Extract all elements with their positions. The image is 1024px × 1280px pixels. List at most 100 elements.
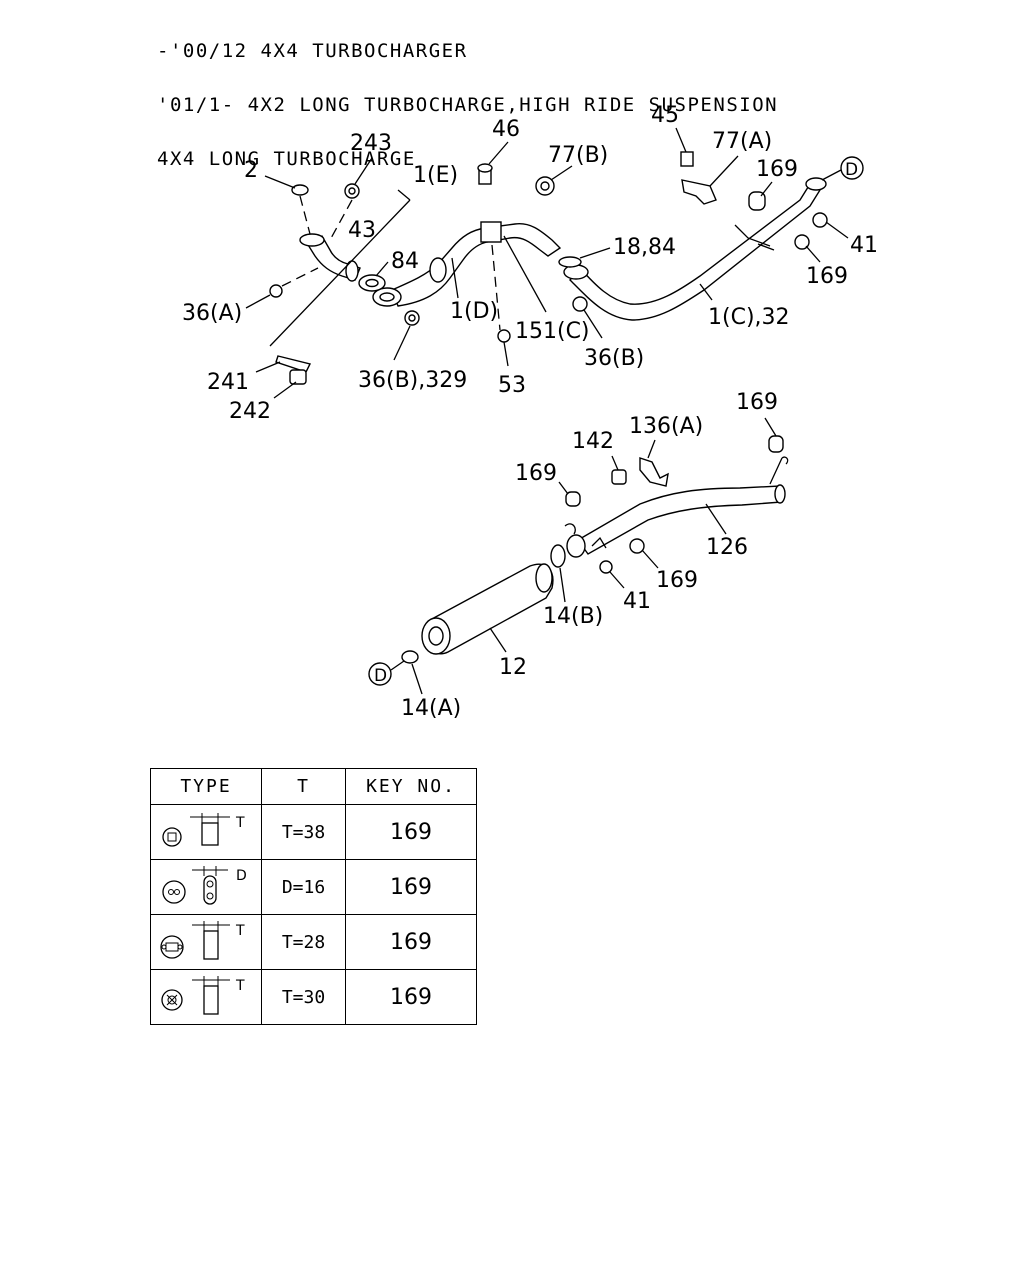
- tail-hanger-clip: [591, 536, 607, 549]
- header-line-3: 4X4 LONG TURBOCHARGE: [157, 148, 416, 170]
- nut-243-hole: [348, 187, 356, 195]
- marker-d-lower: [368, 662, 392, 686]
- muffler-rear-cap: [535, 563, 553, 593]
- dashed-53: [491, 244, 501, 331]
- callout-136a: 136(A): [629, 414, 703, 439]
- callout-142: 142: [572, 429, 614, 454]
- nut-53: [497, 329, 511, 343]
- dashed-36a: [281, 267, 319, 287]
- header-key-no: KEY NO.: [345, 768, 477, 805]
- leader-14a: [411, 663, 423, 695]
- callout-169-low: 169: [656, 568, 698, 593]
- callout-169-right: 169: [806, 264, 848, 289]
- leader-1d: [451, 257, 459, 299]
- bolt-242: [289, 369, 307, 385]
- leader-36a: [245, 294, 271, 309]
- diagram-header: -'00/12 4X4 TURBOCHARGER '01/1- 4X2 LONG…: [157, 6, 778, 186]
- marker-d-upper: [840, 156, 864, 180]
- leader-46: [488, 141, 509, 165]
- leader-12: [489, 627, 507, 653]
- stud-46-head: [477, 163, 493, 173]
- header-line-2: '01/1- 4X2 LONG TURBOCHARGE,HIGH RIDE SU…: [157, 94, 779, 116]
- rubber-type-table: TYPE T KEY NO. T T=38 169: [150, 768, 477, 1025]
- leader-d-lower: [390, 660, 405, 671]
- leader-242: [273, 381, 297, 399]
- header-t: T: [261, 768, 346, 805]
- rubber-type-1-icon: T: [162, 813, 245, 847]
- callout-53: 53: [498, 373, 526, 398]
- header-line-1: -'00/12 4X4 TURBOCHARGER: [157, 40, 468, 62]
- leader-169-low: [641, 549, 659, 569]
- front-pipe-joint: [429, 257, 447, 283]
- leader-169-tail: [764, 417, 777, 437]
- t-value-4: T=30: [261, 969, 346, 1025]
- front-pipe-flange-hole: [379, 292, 395, 302]
- bracket-77a: [681, 179, 717, 205]
- hanger-rod-upper-2: [757, 243, 775, 251]
- callout-14b: 14(B): [543, 604, 603, 629]
- leader-36b: [583, 309, 603, 339]
- leader-77b: [550, 165, 573, 181]
- callout-41-upper: 41: [850, 233, 878, 258]
- leader-53: [503, 341, 509, 367]
- key-no-3: 169: [345, 914, 477, 970]
- leader-169-right: [805, 245, 821, 263]
- callout-12: 12: [499, 655, 527, 680]
- type-cell: T: [150, 914, 262, 970]
- tail-pipe-126: [576, 485, 783, 555]
- callout-43: 43: [348, 218, 376, 243]
- hanger-169-mid: [565, 491, 581, 507]
- bolt-45: [680, 151, 694, 167]
- callout-77a: 77(A): [712, 129, 772, 154]
- rubber-type-2-icon: D: [162, 866, 247, 905]
- dim-label-3: T: [235, 923, 245, 939]
- callout-d-lower: D: [374, 666, 387, 686]
- table-row: T T=30 169: [150, 969, 477, 1025]
- type-cell: T: [150, 804, 262, 860]
- leader-84: [375, 261, 389, 277]
- nut-36b-329-hole: [408, 314, 416, 322]
- callout-243: 243: [350, 131, 392, 156]
- leader-136a: [647, 439, 656, 459]
- leader-169-mid: [558, 481, 569, 495]
- leader-45: [675, 127, 687, 153]
- leader-1c-32: [699, 283, 713, 301]
- bolt-142: [611, 469, 627, 485]
- leader-d-upper: [821, 169, 842, 181]
- leader-18-84: [579, 247, 611, 259]
- table-row: D D=16 169: [150, 859, 477, 915]
- dim-label-1: T: [235, 815, 245, 831]
- callout-169-upper: 169: [756, 157, 798, 182]
- elbow-flange: [299, 233, 325, 247]
- rubber-type-3-icon: T: [160, 921, 245, 960]
- gasket-18-84: [558, 256, 582, 268]
- leader-41-upper: [825, 221, 849, 239]
- table-row: T T=28 169: [150, 914, 477, 970]
- callout-169-tail: 169: [736, 390, 778, 415]
- callout-41-lower: 41: [623, 589, 651, 614]
- type-cell: T: [150, 969, 262, 1025]
- hanger-169-upper: [748, 191, 766, 211]
- hanger-rod-upper: [734, 224, 771, 247]
- leader-169-upper: [760, 181, 773, 197]
- center-pipe-1c: [569, 183, 821, 321]
- dashed-243: [329, 199, 353, 241]
- callout-151c: 151(C): [515, 319, 590, 344]
- center-pipe-flange: [805, 177, 827, 191]
- leader-77a: [709, 155, 739, 187]
- callout-77b: 77(B): [548, 143, 608, 168]
- type-cell: D: [150, 859, 262, 915]
- bracket-136a: [639, 457, 669, 487]
- callout-36a: 36(A): [182, 301, 242, 326]
- callout-36b-329: 36(B),329: [358, 368, 467, 393]
- callout-1e: 1(E): [413, 163, 458, 188]
- leader-241: [255, 361, 281, 373]
- rubber-type-4-icon: T: [161, 976, 245, 1015]
- leader-2: [264, 175, 296, 189]
- callout-14a: 14(A): [401, 696, 461, 721]
- callout-45: 45: [651, 103, 679, 128]
- tail-hanger-front: [564, 523, 576, 535]
- dim-label-2: D: [236, 868, 247, 884]
- leader-14b: [559, 567, 566, 603]
- callout-242: 242: [229, 399, 271, 424]
